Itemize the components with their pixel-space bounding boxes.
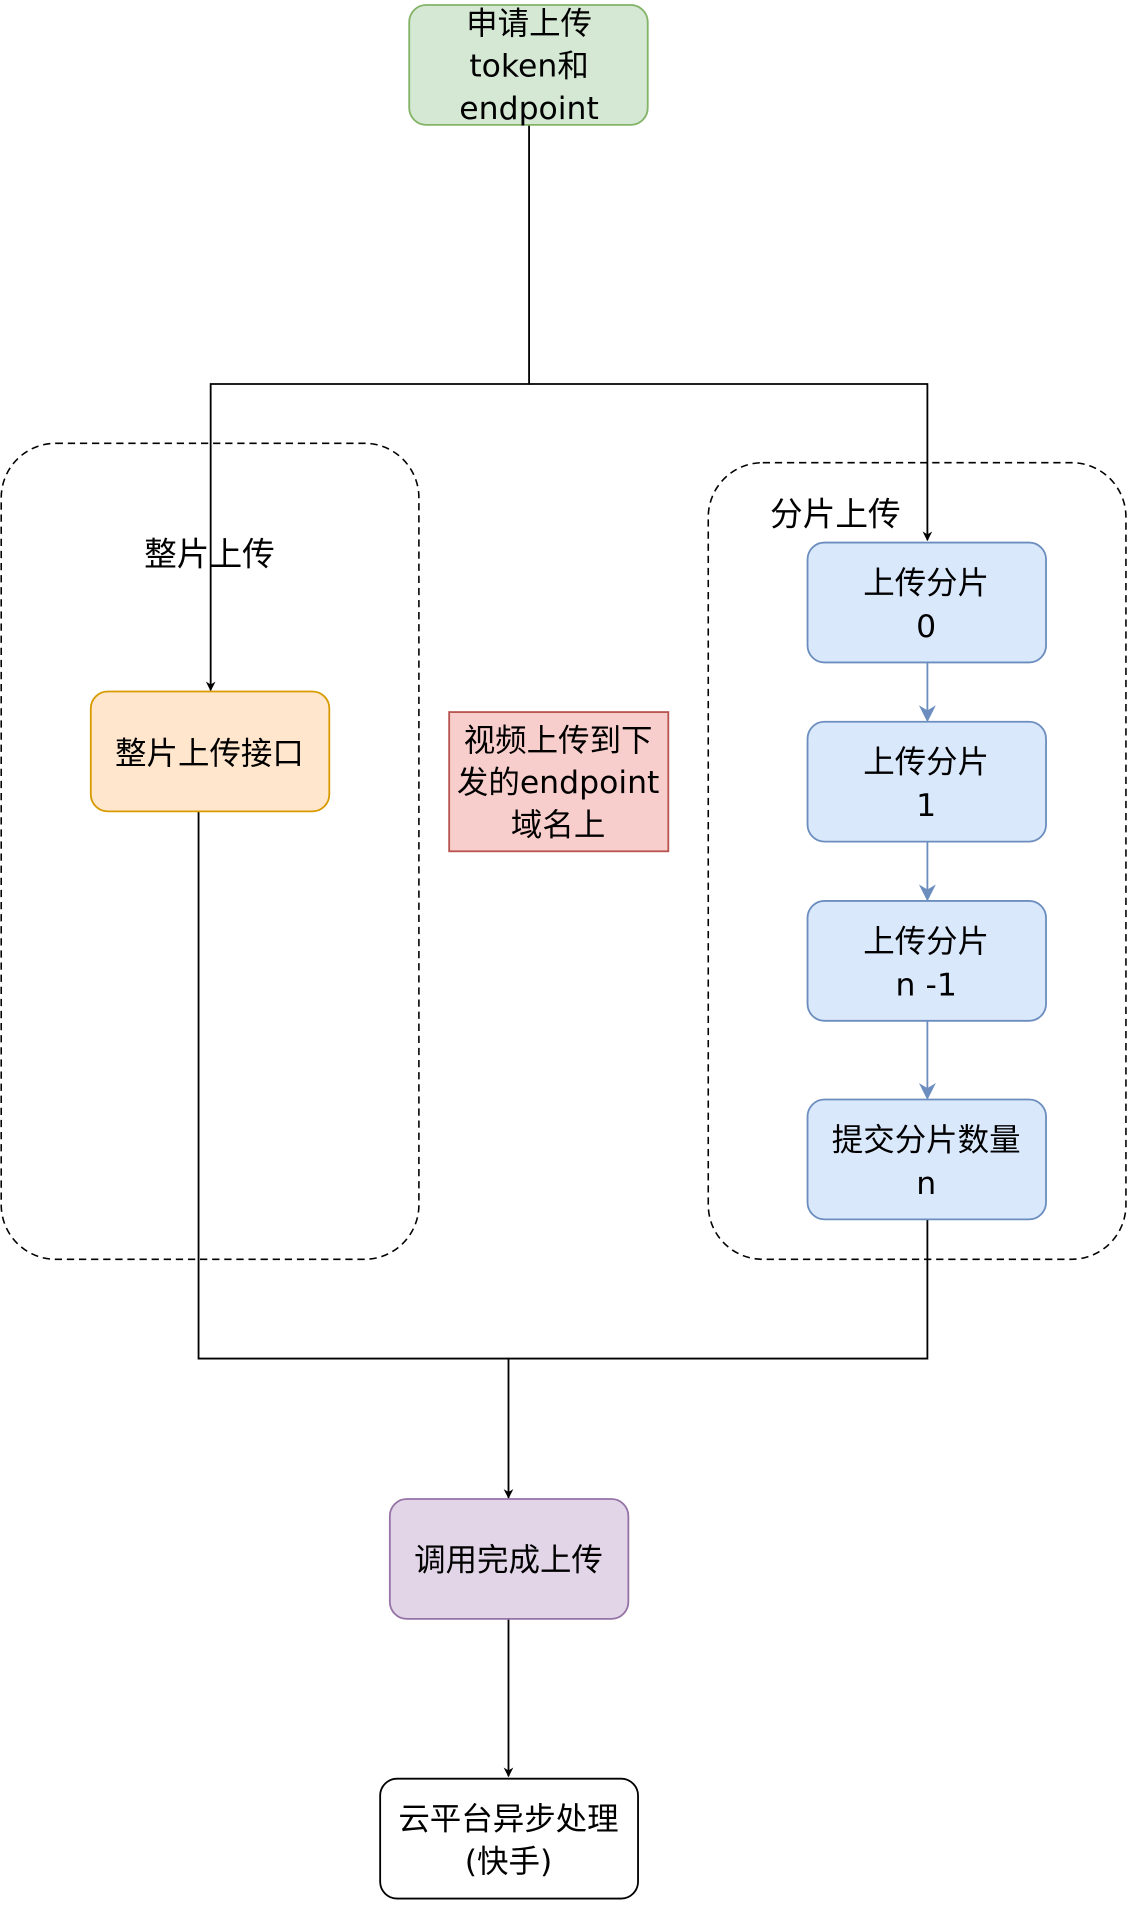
node-cloud-async-box[interactable] bbox=[379, 1777, 639, 1900]
node-complete-upload[interactable]: 调用完成上传 bbox=[388, 1498, 630, 1620]
node-commit-chunk-count[interactable]: 提交分片数量 n bbox=[806, 1098, 1047, 1221]
node-chunk-1-line-1: 上传分片 bbox=[863, 745, 989, 781]
node-complete-upload-label: 调用完成上传 bbox=[414, 1542, 603, 1578]
node-note-upload-domain-line-3: 域名上 bbox=[511, 808, 605, 844]
node-chunk-1-box[interactable] bbox=[806, 720, 1047, 843]
node-whole-upload-api-label: 整片上传接口 bbox=[115, 736, 304, 772]
node-chunk-0-line-2: 0 bbox=[916, 609, 936, 645]
node-commit-chunk-count-box[interactable] bbox=[806, 1098, 1047, 1221]
node-chunk-0-box[interactable] bbox=[806, 541, 1047, 664]
node-chunk-0[interactable]: 上传分片 0 bbox=[806, 541, 1047, 664]
node-note-upload-domain-box bbox=[448, 711, 670, 853]
node-chunk-n-minus-1-line-2: n -1 bbox=[896, 967, 957, 1003]
node-cloud-async-line-2: (快手) bbox=[465, 1844, 553, 1880]
edge-request-to-chunk-0 bbox=[529, 383, 933, 542]
node-chunk-n-minus-1-box[interactable] bbox=[806, 900, 1047, 1022]
node-cloud-async[interactable]: 云平台异步处理 (快手) bbox=[379, 1777, 639, 1900]
node-complete-upload-box[interactable] bbox=[388, 1498, 630, 1620]
group-whole-upload-label: 整片上传 bbox=[144, 536, 275, 574]
node-whole-upload-api[interactable]: 整片上传接口 bbox=[89, 690, 331, 813]
group-chunked-upload: 分片上传 bbox=[707, 461, 1127, 1261]
node-request-token-line-2: token和 bbox=[469, 48, 588, 84]
node-commit-chunk-count-line-1: 提交分片数量 bbox=[832, 1122, 1021, 1158]
node-note-upload-domain: 视频上传到下 发的endpoint 域名上 bbox=[448, 711, 670, 853]
node-chunk-n-minus-1-line-1: 上传分片 bbox=[863, 924, 989, 960]
edge-commit-to-complete-upload bbox=[503, 1219, 929, 1499]
node-note-upload-domain-line-1: 视频上传到下 bbox=[464, 723, 653, 759]
node-cloud-async-line-1: 云平台异步处理 bbox=[398, 1802, 618, 1838]
node-note-upload-domain-line-2: 发的endpoint bbox=[457, 765, 659, 801]
node-chunk-n-minus-1[interactable]: 上传分片 n -1 bbox=[806, 900, 1047, 1022]
node-request-token-line-1: 申请上传 bbox=[466, 6, 592, 42]
node-request-token[interactable]: 申请上传 token和 endpoint bbox=[408, 4, 649, 127]
group-whole-upload: 整片上传 bbox=[0, 442, 420, 1261]
node-whole-upload-api-box[interactable] bbox=[89, 690, 331, 813]
edge-whole-upload-to-merge bbox=[197, 811, 509, 1360]
group-chunked-upload-label: 分片上传 bbox=[770, 496, 901, 534]
node-request-token-box[interactable] bbox=[408, 4, 649, 126]
node-chunk-0-line-1: 上传分片 bbox=[863, 565, 989, 601]
node-chunk-1[interactable]: 上传分片 1 bbox=[806, 720, 1047, 843]
edges bbox=[197, 124, 936, 1778]
node-commit-chunk-count-line-2: n bbox=[916, 1166, 936, 1202]
edge-request-to-whole-upload bbox=[205, 124, 530, 692]
group-chunked-upload-border bbox=[707, 461, 1127, 1261]
node-chunk-1-line-2: 1 bbox=[916, 788, 936, 824]
node-request-token-line-3: endpoint bbox=[459, 91, 599, 127]
